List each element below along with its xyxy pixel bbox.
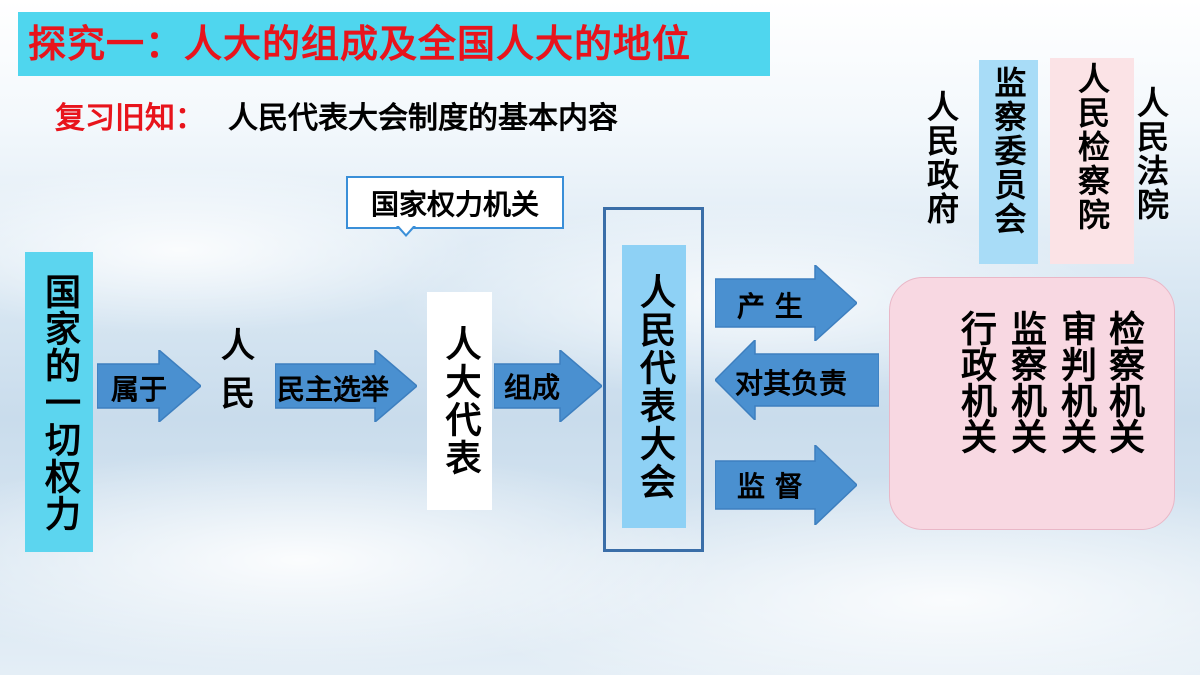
deputies-text: 人大代表 [439,325,481,477]
belongs-to-arrow: 属于 [97,350,201,422]
procuratorial-organ-text: 检察机关 [1103,310,1144,454]
responsible-label: 对其负责 [735,367,848,400]
review-label: 复习旧知： [55,101,205,136]
peoples-government-label: 人民政府 [918,90,964,250]
belongs-to-label: 属于 [111,373,168,406]
peoples-procuratorate-box: 人民检察院 [1050,58,1134,264]
administrative-organ: 行政机关 [955,310,996,458]
title-bar [18,12,770,76]
produce-arrow: 产 生 [715,265,857,341]
judicial-organ: 审判机关 [1055,310,1096,458]
supervisory-organ: 监察机关 [1005,310,1046,458]
all-state-power-box: 国家的一切权力 [25,252,93,552]
democratic-election-arrow: 民主选举 [275,350,417,422]
deputies-box: 人大代表 [427,292,492,510]
state-power-organ-callout: 国家权力机关 [346,176,564,229]
administrative-organ-text: 行政机关 [955,310,996,454]
compose-label: 组成 [504,371,561,404]
page-title: 探究一：人大的组成及全国人大的地位 [28,22,692,66]
supervisory-organ-text: 监察机关 [1005,310,1046,454]
peoples-congress-text: 人民代表大会 [634,272,675,501]
people-box: 人民 [213,320,257,430]
procuratorial-organ: 检察机关 [1103,310,1144,458]
supervise-label: 监 督 [737,470,803,503]
callout-text: 国家权力机关 [370,187,539,221]
responsible-arrow: 对其负责 [715,340,879,420]
review-text: 人民代表大会制度的基本内容 [228,101,618,136]
state-organs-box [889,277,1175,530]
people-text: 人民 [214,327,255,423]
peoples-court-text: 人民法院 [1132,86,1170,222]
supervise-arrow: 监 督 [715,445,857,525]
peoples-court-label: 人民法院 [1128,86,1174,226]
democratic-election-label: 民主选举 [277,373,390,406]
produce-label: 产 生 [737,290,803,323]
compose-arrow: 组成 [494,350,602,422]
supervision-commission-box: 监察委员会 [979,60,1038,264]
peoples-government-text: 人民政府 [922,90,960,226]
peoples-congress-box: 人民代表大会 [622,245,686,528]
peoples-procuratorate-text: 人民检察院 [1073,62,1111,232]
callout-pointer-inner [398,225,414,234]
all-state-power-text: 国家的一切权力 [39,272,80,532]
peoples-congress-frame [603,207,704,552]
judicial-organ-text: 审判机关 [1055,310,1096,454]
supervision-commission-text: 监察委员会 [989,66,1028,236]
